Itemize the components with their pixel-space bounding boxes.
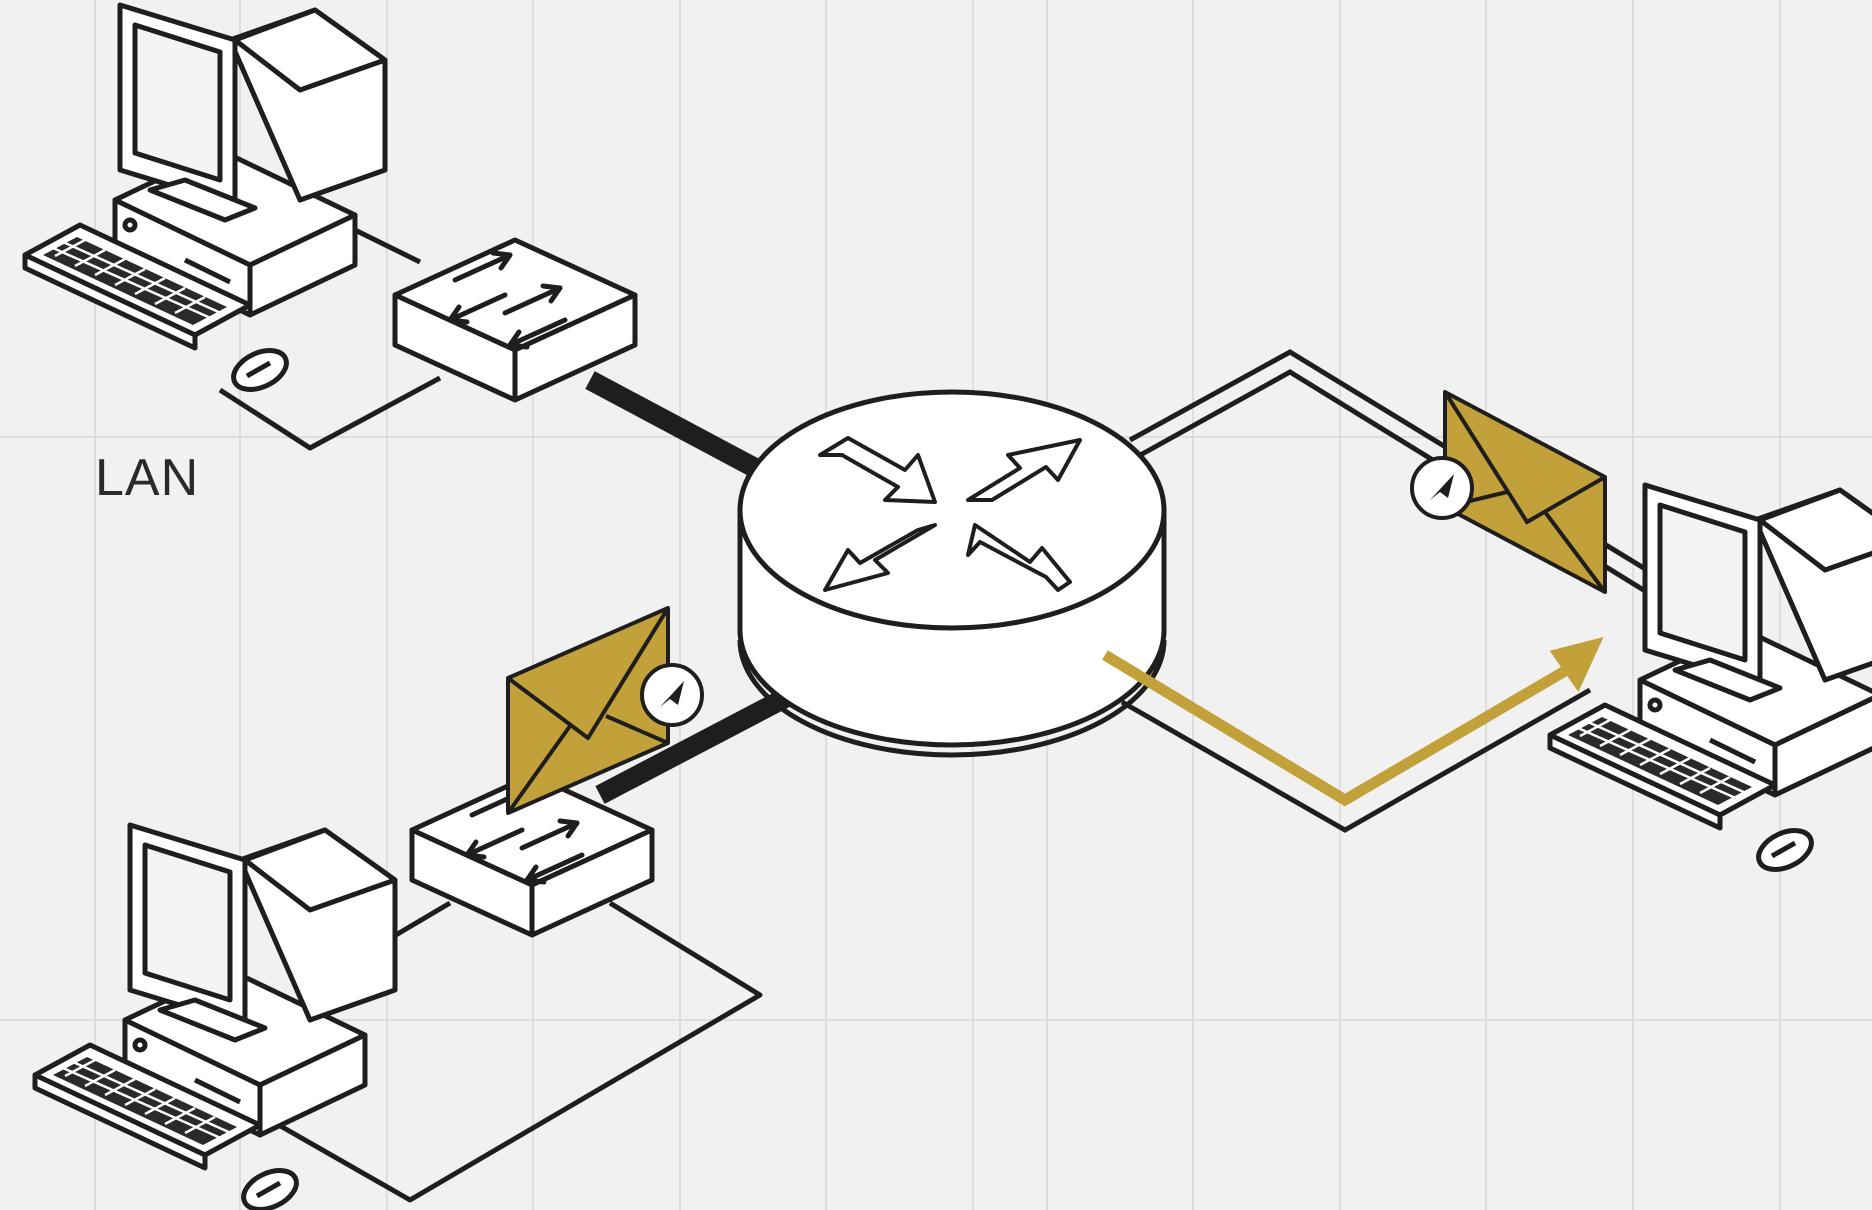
route-arrow [1105,640,1600,800]
cursor-arrow-icon-right [1412,458,1472,518]
cable-top-switch-router [590,380,755,468]
cursor-arrow-icon-bottom [642,665,702,725]
computer-icon-bottom-left [35,825,395,1210]
computer-icon-top-left [25,5,385,397]
router-icon [740,392,1164,755]
lan-label: LAN [95,448,199,508]
